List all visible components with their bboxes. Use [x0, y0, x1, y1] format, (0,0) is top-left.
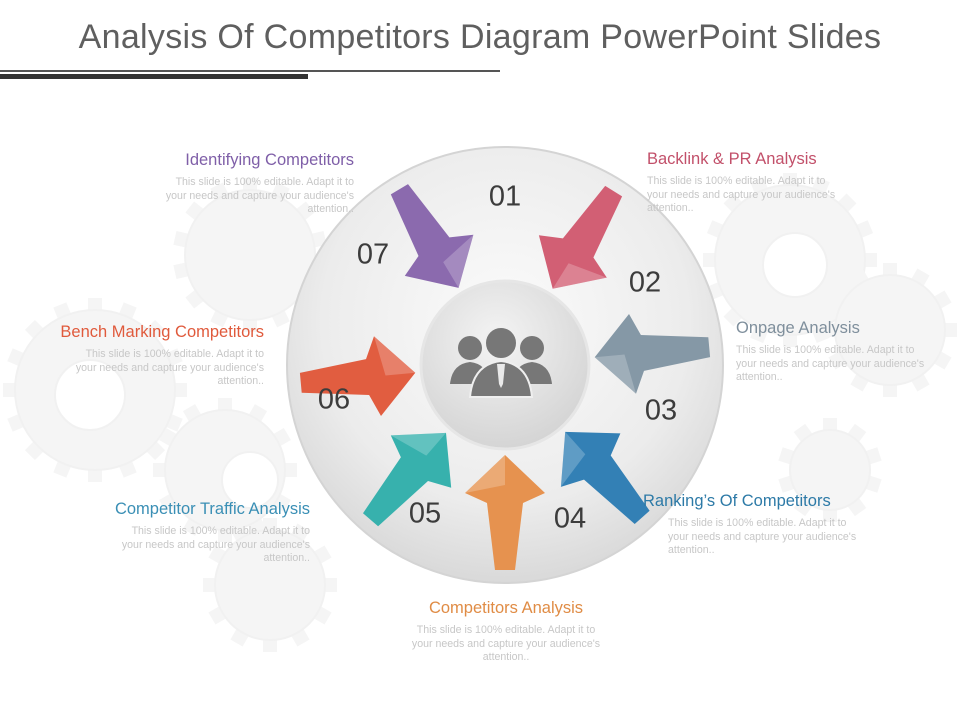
arrow-04: [465, 455, 545, 570]
step-title: Ranking’s Of Competitors: [643, 492, 831, 510]
gear-icon: [54, 359, 126, 431]
step-number: 01: [488, 180, 522, 213]
gear-icon: [762, 232, 828, 298]
step-title: Backlink & PR Analysis: [647, 150, 817, 168]
gear-icon: [184, 189, 316, 321]
people-group-icon: [450, 326, 552, 398]
step-title: Onpage Analysis: [736, 319, 860, 337]
arrow-highlight: [560, 431, 586, 487]
gear-icon: [214, 529, 326, 641]
arrow-03: [560, 431, 650, 524]
arrow-highlight: [390, 432, 446, 456]
step-description: This slide is 100% editable. Adapt it to…: [668, 517, 857, 556]
arrow-06: [299, 336, 416, 416]
step-title: Bench Marking Competitors: [60, 323, 264, 341]
gear-icon: [221, 451, 279, 509]
step-description: This slide is 100% editable. Adapt it to…: [121, 525, 310, 564]
arrow-highlight: [552, 263, 607, 289]
arrow-05: [363, 432, 452, 527]
step-description: This slide is 100% editable. Adapt it to…: [647, 175, 836, 214]
step-number: 04: [553, 502, 587, 535]
step-description: This slide is 100% editable. Adapt it to…: [165, 176, 354, 215]
step-number: 07: [356, 238, 390, 271]
step-description: This slide is 100% editable. Adapt it to…: [75, 348, 264, 387]
step-number: 02: [628, 266, 662, 299]
arrow-07: [390, 184, 474, 288]
step-number: 03: [644, 394, 678, 427]
title-underline-thin: [0, 70, 500, 72]
step-description: This slide is 100% editable. Adapt it to…: [736, 344, 925, 383]
gear-icon: [834, 274, 946, 386]
title-underline-thick: [0, 74, 308, 79]
arrow-highlight: [443, 234, 474, 288]
step-title: Competitors Analysis: [428, 599, 584, 617]
step-number: 06: [317, 383, 351, 416]
arrow-01: [538, 185, 623, 289]
page-title: Analysis Of Competitors Diagram PowerPoi…: [78, 18, 882, 56]
step-number: 05: [408, 497, 442, 530]
arrow-highlight: [374, 336, 416, 376]
gear-icon: [789, 429, 871, 511]
step-title: Identifying Competitors: [185, 151, 354, 169]
step-title: Competitor Traffic Analysis: [114, 500, 310, 518]
arrow-highlight: [594, 354, 636, 394]
arrow-02: [594, 314, 711, 394]
arrow-highlight: [465, 455, 505, 493]
step-description: This slide is 100% editable. Adapt it to…: [411, 624, 601, 663]
